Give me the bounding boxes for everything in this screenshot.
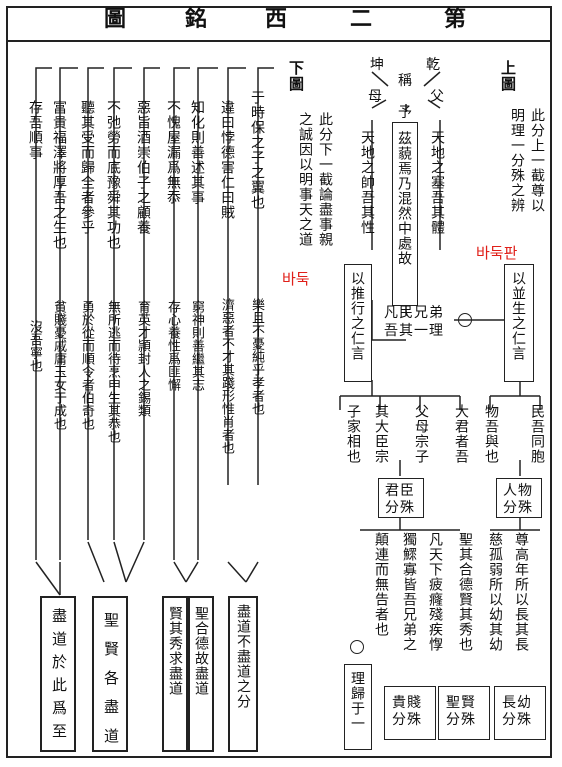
box-shengxian-ge: 聖賢各盡道 xyxy=(92,596,128,757)
left-col-8-lower: 貧賤憂戚庸玉女于成也 xyxy=(51,300,66,430)
box-renwu-fenshu: 人物分殊 xyxy=(496,478,542,518)
left-col-2-lower: 濟惡者不才其踐形惟肖者也 xyxy=(219,298,234,454)
left-col-5-lower: 育英才頴封人之錫類 xyxy=(135,300,150,417)
box-yitui: 以推行之仁言 xyxy=(344,264,372,382)
box-junchen-fenshu: 君臣分殊 xyxy=(378,478,424,518)
left-col-6: 不弛勞而底豫舜其功也 xyxy=(105,100,121,250)
right-intro-a: 此分上一截尊以 xyxy=(529,108,545,213)
diagram-frame xyxy=(6,6,552,758)
right-watermark: 바둑판 xyxy=(476,244,518,262)
box-jindao-fen: 盡道不盡道之分 xyxy=(228,596,258,752)
yu: 予 xyxy=(398,105,413,121)
left-col-7-lower: 勇於從而順令者伯奇也 xyxy=(79,300,94,430)
fanmin-b: 吾其一理 xyxy=(384,323,444,339)
box-jindao-zhi: 盡道於此爲至 xyxy=(40,596,76,752)
right-header: 上圖 xyxy=(499,60,517,92)
dianlian: 顛連而無告者也 xyxy=(373,532,389,637)
wu-yu: 物吾與也 xyxy=(483,404,499,464)
left-col-5: 惡旨酒崇伯子之顧養 xyxy=(135,100,151,235)
left-col-8: 富貴福澤將厚吾之生也 xyxy=(51,100,67,250)
left-col-1-lower: 樂且不憂純乎孝者也 xyxy=(249,298,264,415)
left-intro-b: 之誠因以明事天之道 xyxy=(297,112,313,247)
left-col-2: 違曰悖德害仁曰賊 xyxy=(219,100,235,220)
box-xian-xiu: 賢其秀求盡道 xyxy=(162,596,188,752)
kun: 坤 xyxy=(370,57,385,73)
title-char-1: 第 xyxy=(444,6,467,32)
left-col-3: 知化則善述其事 xyxy=(189,100,205,205)
left-header: 下圖 xyxy=(287,60,305,92)
cigu: 慈孤弱所以幼其幼 xyxy=(487,532,503,652)
title-bar xyxy=(6,6,552,42)
left-col-1: 于時保之子之翼也 xyxy=(249,90,265,210)
title-char-2: 二 xyxy=(350,6,373,32)
cheng: 稱 xyxy=(398,73,413,89)
qian: 乾 xyxy=(426,57,441,73)
circle-mark-top xyxy=(458,313,472,327)
tiandi-shuai: 天地之帥吾其性 xyxy=(359,130,375,235)
zijia: 子家相也 xyxy=(345,404,361,464)
left-intro-a: 此分下一截論盡事親 xyxy=(317,112,333,247)
title-char-4: 銘 xyxy=(185,6,208,32)
left-col-9: 存吾順事 xyxy=(27,100,43,160)
fantian: 凡天下疲癃殘疾惸 xyxy=(427,532,443,652)
left-col-7: 聽其受而歸全者參乎 xyxy=(79,100,95,235)
fanmin-a: 凡民兄弟 xyxy=(384,305,444,321)
title-char-5: 圖 xyxy=(104,6,127,32)
qida: 其大臣宗 xyxy=(373,404,389,464)
daju: 大君者吾 xyxy=(453,404,469,464)
left-col-4: 不愧屋漏爲無忝 xyxy=(165,100,181,205)
left-col-4-lower: 存心養性爲匪懈 xyxy=(165,300,180,391)
circle-mark-bottom xyxy=(350,640,364,654)
zungao: 尊高年所以長其長 xyxy=(513,532,529,652)
box-ligui: 理歸于一 xyxy=(344,664,372,750)
mu: 母 xyxy=(368,89,383,105)
fumu: 父母宗子 xyxy=(413,404,429,464)
box-zi-miao: 茲藐焉乃混然中處故 xyxy=(392,122,418,306)
tiandi-ti: 天地之塞吾其體 xyxy=(429,130,445,235)
left-col-6-lower: 無所逃而待烹申生其恭也 xyxy=(105,300,120,443)
left-watermark: 바둑 xyxy=(282,270,310,288)
min-tong: 民吾同胞 xyxy=(529,404,545,464)
dugu: 獨鰥寡皆吾兄弟之 xyxy=(401,532,417,652)
sheng-hede: 聖其合德賢其秀也 xyxy=(457,532,473,652)
box-guijian-fenshu: 貴賤分殊 xyxy=(384,686,436,740)
left-col-9-lower: 沒吾寧也 xyxy=(27,320,42,372)
box-yibing: 以並生之仁言 xyxy=(504,264,534,382)
title-char-3: 西 xyxy=(265,6,288,32)
box-changyou-fenshu: 長幼分殊 xyxy=(494,686,546,740)
right-intro-b: 明理一分殊之辨 xyxy=(509,108,525,213)
box-shengxian-fenshu: 聖賢分殊 xyxy=(438,686,490,740)
box-sheng-hede: 聖合德故盡道 xyxy=(188,596,214,752)
fu: 父 xyxy=(430,89,445,105)
left-col-3-lower: 窮神則善繼其志 xyxy=(189,300,204,391)
